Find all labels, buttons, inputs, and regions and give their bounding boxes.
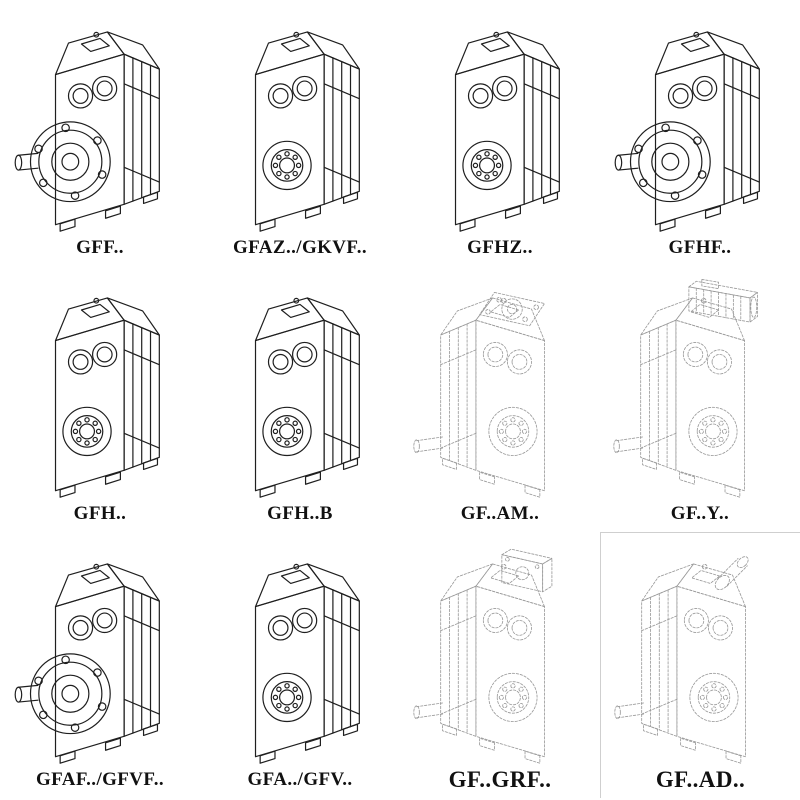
gearbox-cell-gfhf: GFHF.. — [600, 0, 800, 266]
gearbox-cell-gf-grf: GF..GRF.. — [400, 532, 600, 798]
gearbox-drawing-gff — [4, 6, 196, 234]
gearbox-cell-gf-ad: GF..AD.. — [600, 532, 800, 798]
gearbox-model-label: GFH.. — [73, 503, 127, 524]
gearbox-cell-gfa-gfv: GFA../GFV.. — [200, 532, 400, 798]
gearbox-model-label: GFHF.. — [668, 237, 732, 258]
gearbox-model-label: GFH..B — [267, 503, 333, 524]
gearbox-model-label: GF..GRF.. — [448, 767, 552, 792]
gearbox-cell-gfaf-gfvf: GFAF../GFVF.. — [0, 532, 200, 798]
gearbox-model-label: GFAZ../GKVF.. — [233, 237, 367, 258]
gearbox-cell-gff: GFF.. — [0, 0, 200, 266]
gearbox-model-label: GF..Y.. — [670, 503, 730, 524]
gearbox-cell-gf-y: GF..Y.. — [600, 266, 800, 532]
gearbox-model-label: GF..AD.. — [655, 767, 746, 792]
gearbox-drawing-gf-ad — [605, 538, 797, 766]
gearbox-drawing-gfh — [4, 272, 196, 500]
gearbox-model-label: GFA../GFV.. — [247, 769, 353, 790]
gearbox-drawing-gfaf-gfvf — [4, 538, 196, 766]
gearbox-drawing-gf-am — [404, 272, 596, 500]
gearbox-drawing-gfhz — [404, 6, 596, 234]
gearbox-model-label: GFHZ.. — [467, 237, 533, 258]
gearbox-drawing-gfh-b — [204, 272, 396, 500]
gearbox-drawing-gfaz-gkvf — [204, 6, 396, 234]
gearbox-cell-gfhz: GFHZ.. — [400, 0, 600, 266]
gearbox-drawing-gfa-gfv — [204, 538, 396, 766]
gearbox-cell-gf-am: GF..AM.. — [400, 266, 600, 532]
gearbox-model-label: GF..AM.. — [460, 503, 540, 524]
gearbox-drawing-gf-grf — [404, 538, 596, 766]
gearbox-drawing-gfhf — [604, 6, 796, 234]
gearbox-cell-gfh-b: GFH..B — [200, 266, 400, 532]
gearbox-drawing-gf-y — [604, 272, 796, 500]
gearbox-cell-gfaz-gkvf: GFAZ../GKVF.. — [200, 0, 400, 266]
gearbox-cell-gfh: GFH.. — [0, 266, 200, 532]
gearbox-model-label: GFF.. — [76, 237, 124, 258]
gearbox-model-label: GFAF../GFVF.. — [35, 769, 164, 790]
